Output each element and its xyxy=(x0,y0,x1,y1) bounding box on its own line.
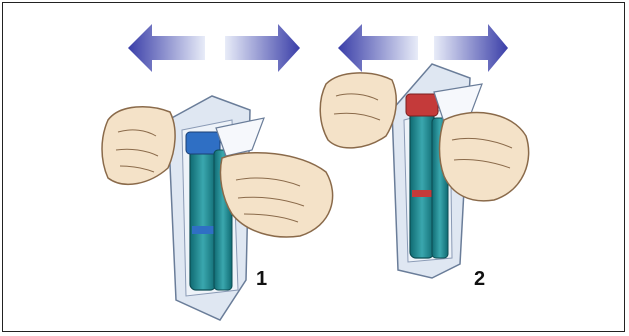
step2-peel-pouch-icon xyxy=(320,64,528,278)
left-arrow-icon xyxy=(128,24,205,72)
right-arrow-icon xyxy=(225,24,300,72)
step-number-2: 2 xyxy=(474,268,485,291)
right-arrow-icon xyxy=(434,24,508,72)
step-number-1: 1 xyxy=(256,268,267,291)
left-arrow-icon xyxy=(338,24,418,72)
step1-peel-pouch-icon xyxy=(102,96,333,320)
step1-double-arrow-icon xyxy=(128,24,300,72)
step2-double-arrow-icon xyxy=(338,24,508,72)
